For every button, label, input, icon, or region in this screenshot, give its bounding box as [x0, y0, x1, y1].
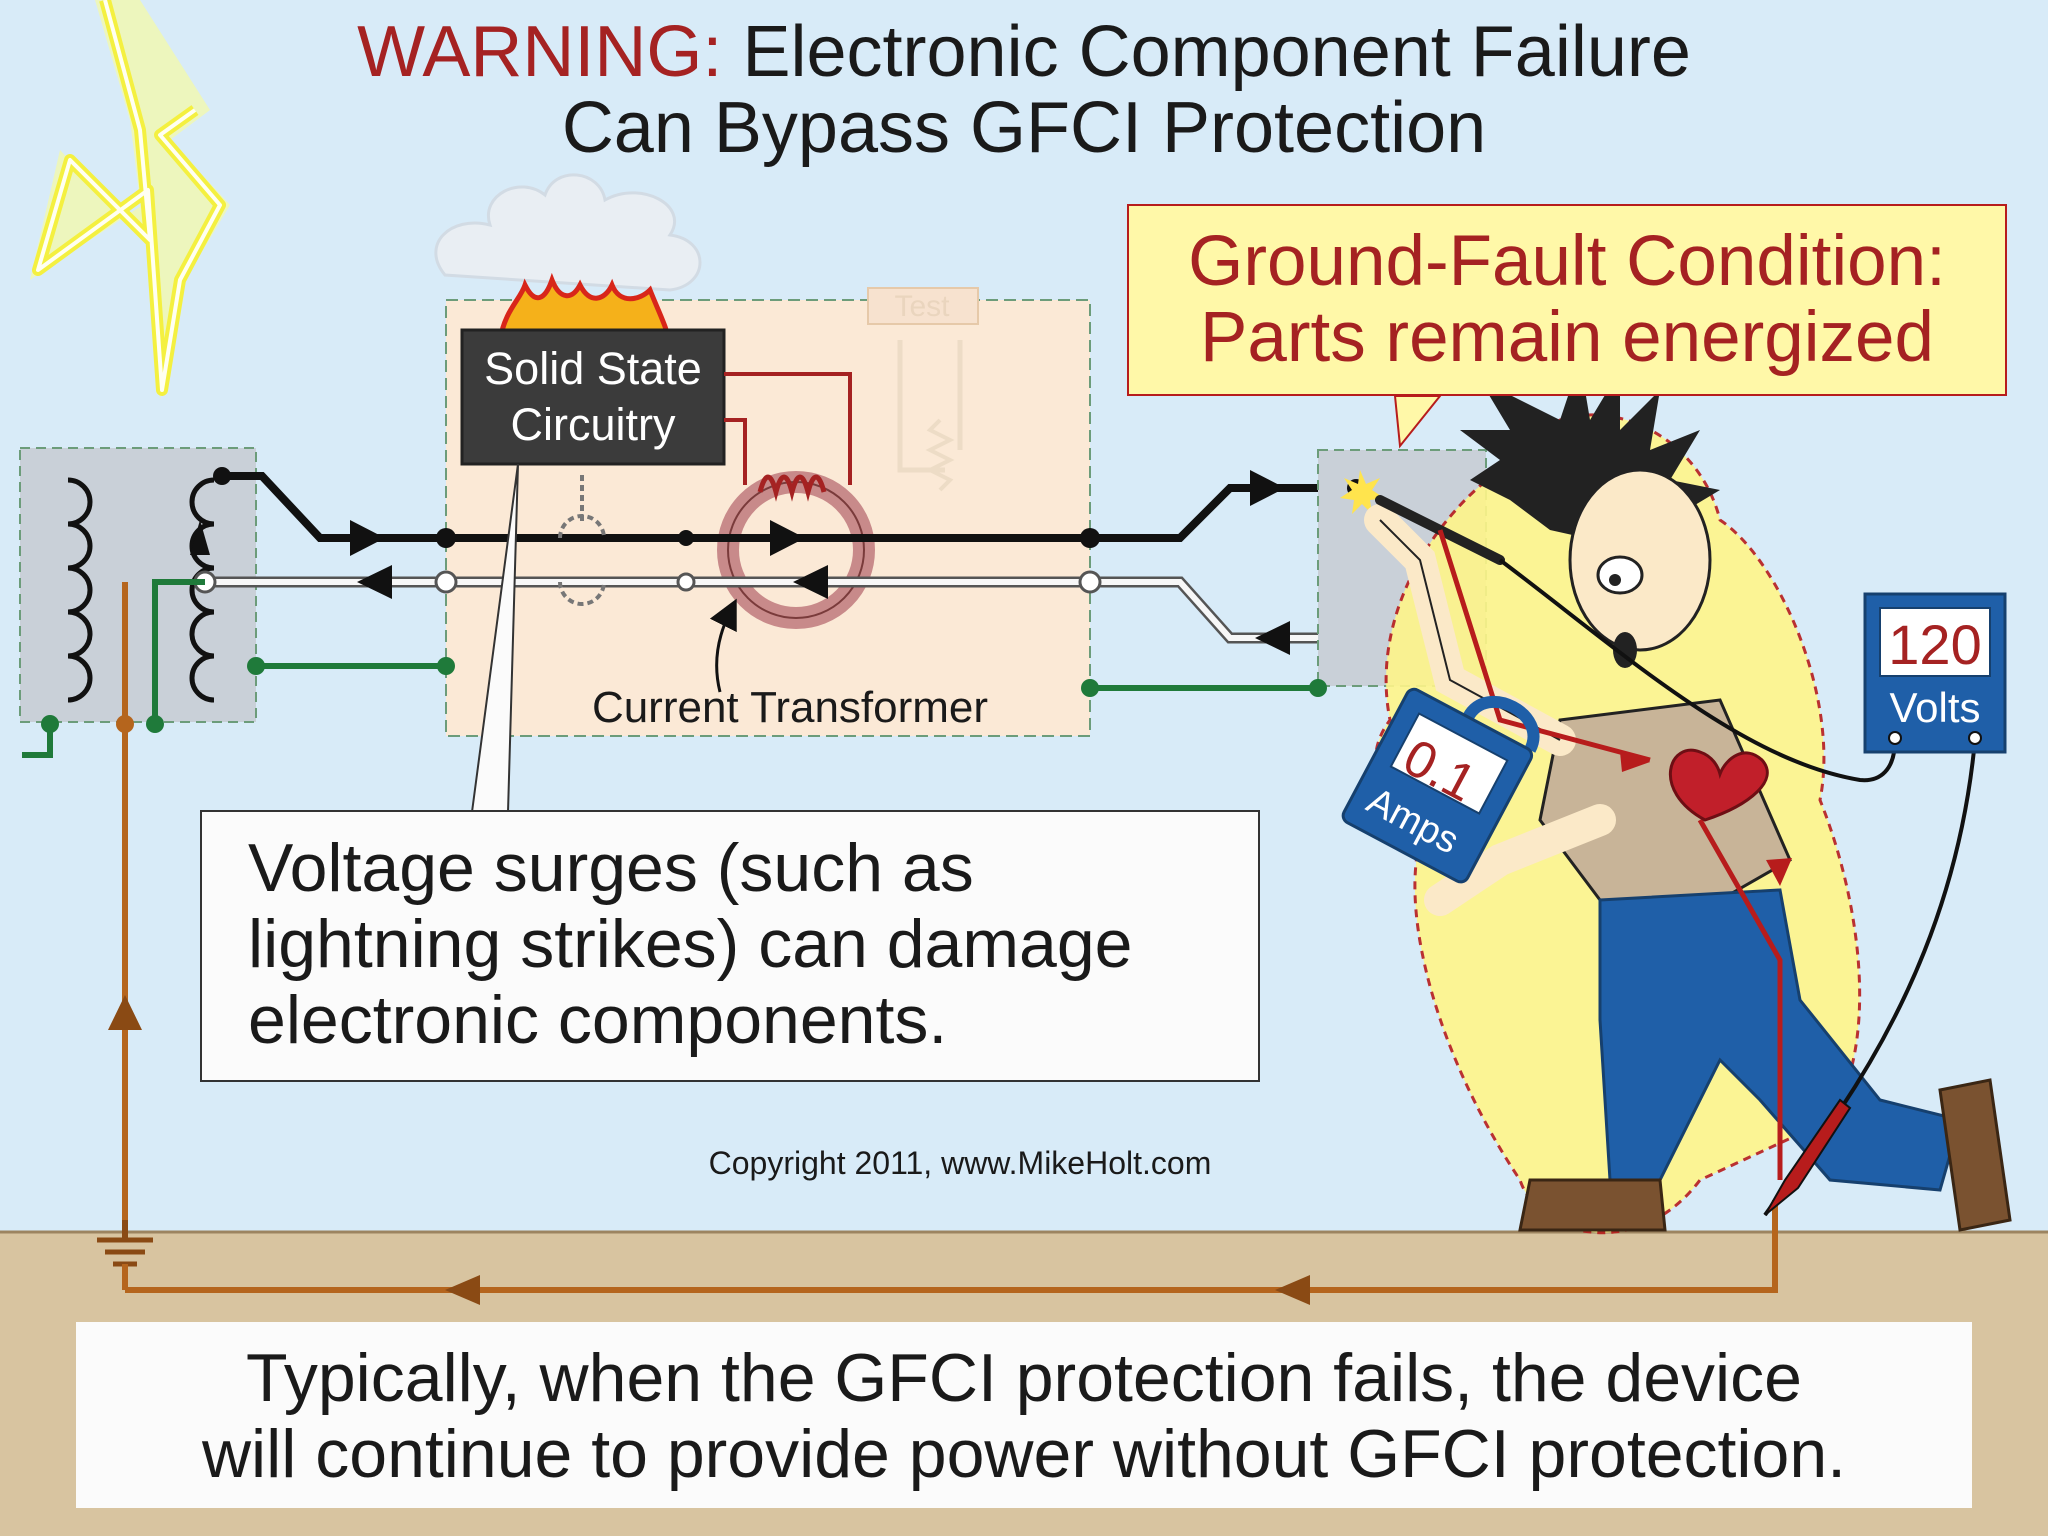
footer-note-line2: will continue to provide power without G… — [201, 1416, 1847, 1492]
lightning-bolt-icon — [30, 0, 230, 400]
equipment-grounding-conductor — [22, 579, 1327, 758]
meter-lead-black — [1498, 558, 1897, 783]
voltmeter-value: 120 — [1888, 613, 1981, 676]
ct-pointer-arrow — [709, 598, 737, 693]
meter-lead-red — [1763, 739, 1977, 1217]
ground-fault-callout-line2: Parts remain energized — [1199, 298, 1935, 377]
surge-note-line2: lightning strikes) can damage — [248, 906, 1133, 982]
test-circuit — [558, 475, 606, 606]
solid-state-label-line2: Circuitry — [511, 399, 676, 450]
smoke-icon — [434, 173, 702, 292]
ground-fault-callout: Ground-Fault Condition: Parts remain ene… — [1127, 204, 2007, 396]
spark-icon — [1340, 470, 1384, 514]
footer-note-box: Typically, when the GFCI protection fail… — [76, 1322, 1972, 1508]
solid-state-label-line1: Solid State — [484, 343, 702, 394]
footer-note-line1: Typically, when the GFCI protection fail… — [246, 1340, 1802, 1416]
solid-state-circuitry-box — [460, 328, 726, 466]
ground-fault-callout-line1: Ground-Fault Condition: — [1188, 222, 1946, 301]
voltmeter-unit: Volts — [1889, 684, 1980, 731]
surge-note-line1: Voltage surges (such as — [248, 830, 974, 906]
current-transformer-icon — [717, 471, 875, 629]
fire-icon — [497, 272, 671, 343]
ammeter — [1341, 687, 1540, 884]
surge-note-box: Voltage surges (such as lightning strike… — [200, 810, 1260, 1082]
shocked-person — [1364, 360, 2012, 1235]
surge-note-line3: electronic components. — [248, 982, 948, 1058]
hot-conductor — [222, 470, 1400, 556]
title-line1-text: Electronic Component Failure — [742, 12, 1691, 92]
test-button-label: Test — [894, 290, 950, 323]
copyright-text: Copyright 2011, www.MikeHolt.com — [709, 1145, 1212, 1181]
page-title: WARNING: Electronic Component Failure Ca… — [0, 14, 2048, 166]
ground-symbol-icon — [97, 1220, 153, 1290]
ground-return-path — [108, 582, 1778, 1305]
title-warning-prefix: WARNING: — [357, 12, 723, 92]
title-line-1: WARNING: Electronic Component Failure — [0, 14, 2048, 90]
sensing-leads — [724, 372, 852, 485]
current-transformer-label: Current Transformer — [592, 683, 988, 732]
voltmeter — [1863, 592, 2007, 754]
callout-pointer — [1393, 395, 1443, 449]
title-line-2: Can Bypass GFCI Protection — [561, 88, 1487, 168]
heart-icon — [1668, 748, 1769, 822]
